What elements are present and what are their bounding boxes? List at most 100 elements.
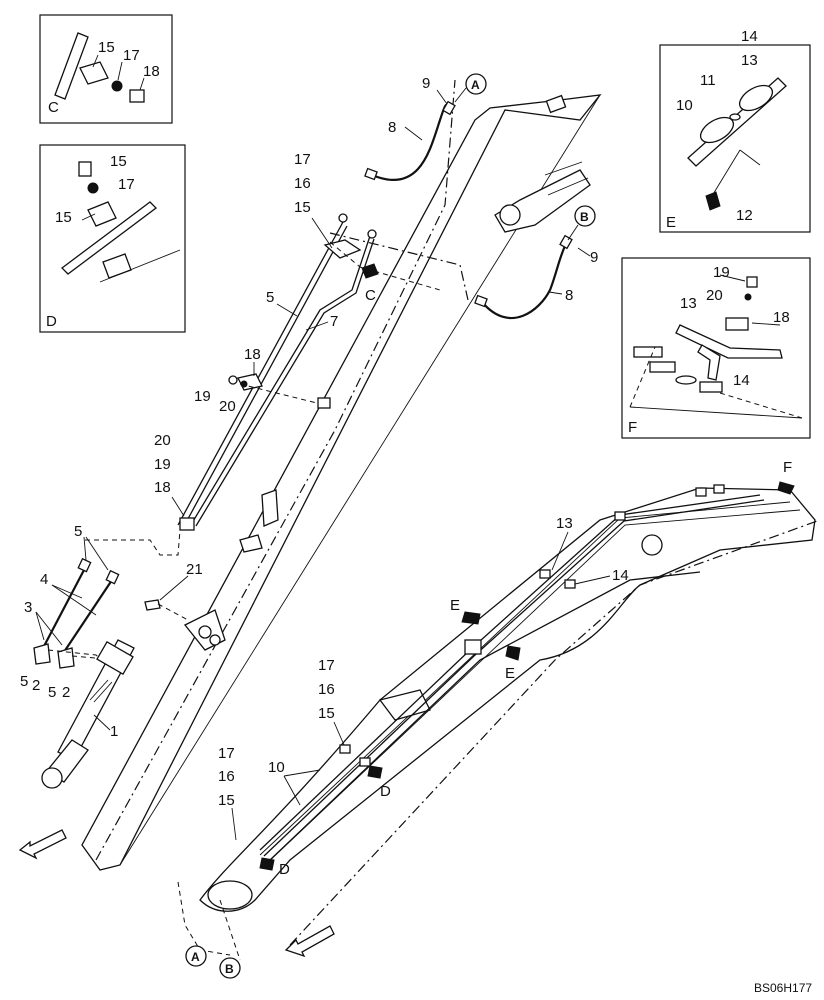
detail-d-clamp xyxy=(87,201,117,227)
callout-5: 5 xyxy=(266,289,274,306)
detail-c-bolt xyxy=(129,89,145,103)
detail-e-frame xyxy=(659,44,811,233)
callout-5: 5 xyxy=(20,673,28,690)
pipes-5-7: C 17 16 15 5 7 18 19 20 20 19 18 21 xyxy=(144,151,441,651)
callout-17: 17 xyxy=(218,745,235,762)
detail-f-pipe-14 xyxy=(697,344,721,381)
callout-13: 13 xyxy=(556,515,573,532)
callout-8: 8 xyxy=(565,287,573,304)
arrow-c xyxy=(361,263,379,279)
front-direction-arrow-left xyxy=(18,829,67,860)
callout-15: 15 xyxy=(55,209,72,226)
detail-c-frame xyxy=(39,14,173,124)
callout-16: 16 xyxy=(294,175,311,192)
svg-text:A: A xyxy=(191,950,200,964)
detail-f-pipe-13 xyxy=(675,324,783,359)
lower-boom-bracket xyxy=(378,689,431,721)
callout-15: 15 xyxy=(318,705,335,722)
callout-20: 20 xyxy=(154,432,171,449)
callout-5: 5 xyxy=(48,684,56,701)
callout-17: 17 xyxy=(118,176,135,193)
pipe-7 xyxy=(191,235,371,524)
arrow-f xyxy=(777,481,795,495)
callout-15: 15 xyxy=(110,153,127,170)
callout-14: 14 xyxy=(733,372,750,389)
callout-19: 19 xyxy=(194,388,211,405)
view-marker-a-top: A xyxy=(454,73,487,103)
detail-f-seal xyxy=(675,375,697,385)
pipe-13 xyxy=(259,494,761,851)
callout-8: 8 xyxy=(388,119,396,136)
arrow-d-mid xyxy=(367,765,383,779)
view-f-label: F xyxy=(783,459,792,476)
detail-e-bolt xyxy=(705,191,721,211)
callout-14: 14 xyxy=(741,28,758,45)
callout-18: 18 xyxy=(244,346,261,363)
fitting-21 xyxy=(144,599,161,611)
svg-text:B: B xyxy=(225,962,234,976)
figure-code: BS06H177 xyxy=(754,981,812,995)
detail-c-label: C xyxy=(48,99,59,116)
pipe-clamp-lower xyxy=(179,517,195,531)
callout-2: 2 xyxy=(32,677,40,694)
callout-15: 15 xyxy=(98,39,115,56)
detail-e-panel: 14 13 11 10 12 E xyxy=(659,28,811,233)
pipe-clamp-e xyxy=(464,639,482,655)
view-marker-a-bottom: A xyxy=(185,945,207,967)
callout-1: 1 xyxy=(110,723,118,740)
fitting-2b xyxy=(57,647,75,669)
callout-3: 3 xyxy=(24,599,32,616)
arrow-e-lower xyxy=(505,645,521,661)
callout-4: 4 xyxy=(40,571,48,588)
callout-20: 20 xyxy=(219,398,236,415)
fitting-2a xyxy=(33,643,51,665)
pipe-clamp-end xyxy=(317,397,331,409)
callout-13: 13 xyxy=(741,52,758,69)
detail-f-label: F xyxy=(628,419,637,436)
boom-arm xyxy=(81,94,602,871)
detail-d-label: D xyxy=(46,313,57,330)
detail-f-block-a xyxy=(633,346,663,358)
callout-18: 18 xyxy=(773,309,790,326)
detail-d-bolt xyxy=(78,161,92,177)
boom-top-cap xyxy=(545,94,567,114)
pipe-5 xyxy=(177,221,344,526)
lower-boom-centerline xyxy=(289,519,821,946)
callout-7: 7 xyxy=(330,313,338,330)
detail-f-block-c xyxy=(699,381,723,393)
callout-17: 17 xyxy=(318,657,335,674)
detail-c-panel: C 15 17 18 xyxy=(39,14,173,124)
lower-boom-foot xyxy=(207,880,253,910)
lower-boom-pin-hole xyxy=(641,534,663,556)
callout-17: 17 xyxy=(294,151,311,168)
svg-text:A: A xyxy=(471,78,480,92)
detail-e-spacer xyxy=(729,113,741,121)
detail-f-bolt xyxy=(746,276,758,288)
detail-d-panel: D 15 17 15 xyxy=(39,144,186,333)
arrow-d-low xyxy=(259,857,275,871)
view-d-label-mid: D xyxy=(380,783,391,800)
callout-16: 16 xyxy=(218,768,235,785)
hose-4b xyxy=(61,579,113,656)
callout-10: 10 xyxy=(676,97,693,114)
lower-boom: 10 17 16 15 17 16 15 D D E E F 13 14 xyxy=(177,459,821,961)
hose-8-lower: 8 9 xyxy=(474,234,598,320)
callout-15: 15 xyxy=(218,792,235,809)
detail-c-clamp xyxy=(79,61,109,85)
boom-bracket-upper xyxy=(261,489,279,527)
detail-f-washer xyxy=(744,293,752,301)
front-direction-arrow-bottom xyxy=(284,925,335,958)
detail-f-clamp xyxy=(725,317,749,331)
detail-e-clamp-lower xyxy=(699,116,735,144)
boom-outline xyxy=(81,94,602,871)
detail-e-clamp-upper xyxy=(738,84,774,112)
view-d-label-low: D xyxy=(279,861,290,878)
detail-c-pipe xyxy=(54,32,89,100)
view-e-label-lower: E xyxy=(505,665,515,682)
hose-group-left: 5 4 3 5 2 5 2 xyxy=(20,523,181,701)
callout-19: 19 xyxy=(154,456,171,473)
callout-14: 14 xyxy=(612,567,629,584)
bucket-cylinder: 1 xyxy=(41,639,135,789)
